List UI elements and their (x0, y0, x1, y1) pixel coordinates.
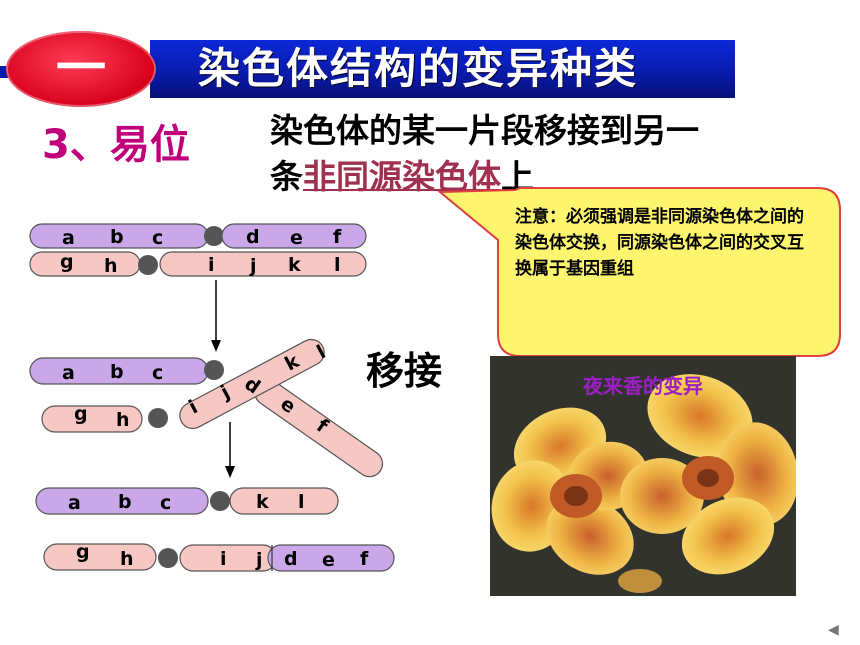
gene-label: c (152, 362, 163, 384)
gene-label: e (322, 549, 335, 571)
transfer-label: 移接 (366, 349, 443, 393)
definition-highlight: 非同源染色体 (303, 157, 501, 196)
centromere (204, 360, 224, 380)
gene-label: g (76, 541, 90, 563)
gene-label: f (360, 548, 369, 570)
gene-label: h (116, 409, 130, 431)
gene-label: j (255, 549, 263, 571)
stage-3: a b c k l g h i j d e f (35, 487, 395, 572)
gene-label: h (104, 255, 118, 277)
gene-label: a (62, 362, 75, 384)
arrow-head (225, 466, 235, 478)
chrom2-right-arm (159, 251, 367, 277)
chrom1-right-arm (221, 223, 367, 249)
gene-label: a (62, 227, 75, 249)
gene-label: c (152, 227, 163, 249)
gene-label: l (334, 254, 341, 276)
definition-line-1: 染色体的某一片段移接到另一 (270, 111, 699, 150)
gene-label: b (110, 226, 124, 248)
title-number: 一 (56, 39, 106, 97)
centromere (204, 226, 224, 246)
gene-label: e (290, 227, 303, 249)
gene-label: k (288, 254, 301, 276)
gene-label: g (74, 403, 88, 425)
gene-label: d (284, 548, 298, 570)
chrom2-left-arm (41, 405, 143, 433)
triangle-left-icon[interactable]: ◀ (828, 622, 839, 638)
photo-caption: 夜来香的变异 (583, 374, 703, 398)
definition-line-2: 条非同源染色体上 (270, 154, 699, 200)
flower-photo (490, 356, 796, 596)
centromere (148, 408, 168, 428)
gene-label: j (249, 255, 257, 277)
chrom2-left-arm (43, 543, 157, 571)
definition-prefix: 条 (270, 157, 303, 196)
gene-label: b (110, 361, 124, 383)
centromere (158, 548, 178, 568)
stage-2: a b c k l i j d e f g h (29, 338, 384, 478)
gene-label: i (220, 548, 227, 570)
chrom1-left-arm (35, 487, 209, 515)
title-number-oval (6, 31, 156, 107)
gene-label: g (60, 251, 74, 273)
chrom1-right-arm (229, 487, 339, 515)
definition-text: 染色体的某一片段移接到另一 条非同源染色体上 (270, 108, 699, 200)
left-flower (491, 407, 648, 575)
stage-1: a b c d e f g h i j k l (29, 223, 367, 277)
gene-label: d (246, 226, 260, 248)
gene-label: k (256, 491, 269, 513)
gene-label: i (208, 254, 215, 276)
gene-label: h (120, 548, 134, 570)
arrow-head (211, 340, 221, 352)
gene-label: f (333, 226, 342, 248)
gene-label: c (160, 492, 171, 514)
callout-text: 注意：必须强调是非同源染色体之间的染色体交换，同源染色体之间的交叉互换属于基因重… (515, 207, 804, 279)
gene-label: b (118, 491, 132, 513)
cross-upper-arm (179, 338, 325, 430)
centromere (138, 255, 158, 275)
chrom2-right-def (267, 544, 395, 572)
gene-label: l (298, 491, 305, 513)
page-title: 染色体结构的变异种类 (150, 40, 735, 98)
subheading: 3、易位 (42, 122, 190, 168)
right-flower (620, 374, 796, 575)
chrom2-left-arm (29, 251, 141, 277)
callout-bubble (437, 187, 841, 357)
centromere (210, 491, 230, 511)
gene-label: a (68, 492, 81, 514)
